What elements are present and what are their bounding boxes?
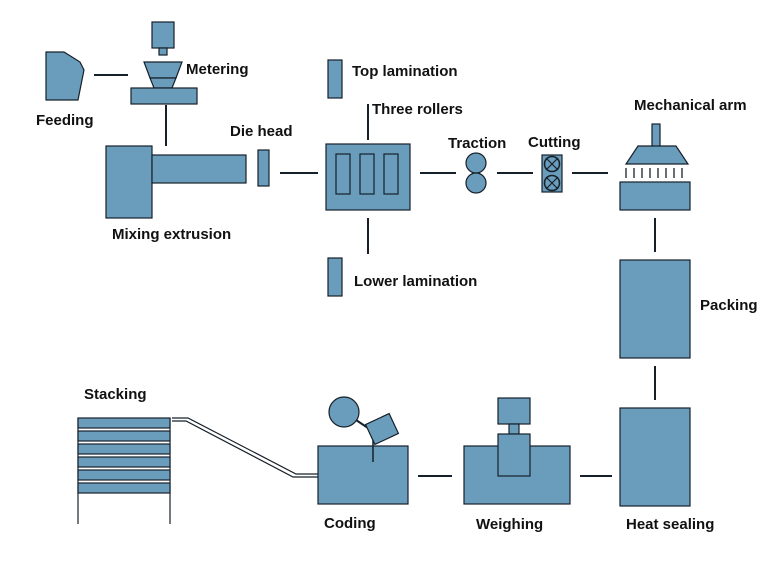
lower-lamination-roll-icon (327, 257, 343, 297)
lower-lamination-label: Lower lamination (354, 273, 478, 290)
metering-label: Metering (186, 61, 249, 78)
stacking-rack-icon (77, 417, 171, 524)
stacking-label: Stacking (84, 386, 147, 403)
traction-rollers-icon (465, 152, 487, 194)
heat-sealing-machine-icon (619, 407, 691, 507)
weighing-machine-icon (463, 397, 571, 505)
mechanical-arm-icon (619, 123, 691, 211)
connector-coding-stacking (172, 417, 318, 478)
cutting-unit-icon (541, 154, 563, 193)
packing-machine-icon (619, 259, 691, 359)
packing-label: Packing (700, 297, 758, 314)
coding-label: Coding (324, 515, 376, 532)
die-head-label: Die head (230, 123, 293, 140)
three-rollers-icon (325, 143, 411, 211)
weighing-label: Weighing (476, 516, 544, 533)
cutting-label: Cutting (528, 134, 581, 151)
mixing-extruder-icon (105, 145, 247, 219)
feeding-hopper-icon (45, 51, 85, 101)
feeding-label: Feeding (36, 112, 94, 129)
top-lamination-roll-icon (327, 59, 343, 99)
three-rollers-label: Three rollers (372, 101, 463, 118)
heat-sealing-label: Heat sealing (626, 516, 715, 533)
connectors (94, 74, 656, 478)
die-head-icon (257, 149, 270, 187)
top-lamination-label: Top lamination (352, 63, 458, 80)
mixing-extrusion-label: Mixing extrusion (112, 226, 232, 243)
metering-unit-icon (130, 21, 198, 105)
mechanical-arm-label: Mechanical arm (634, 97, 747, 114)
traction-label: Traction (448, 135, 507, 152)
coding-machine-icon (317, 396, 409, 505)
